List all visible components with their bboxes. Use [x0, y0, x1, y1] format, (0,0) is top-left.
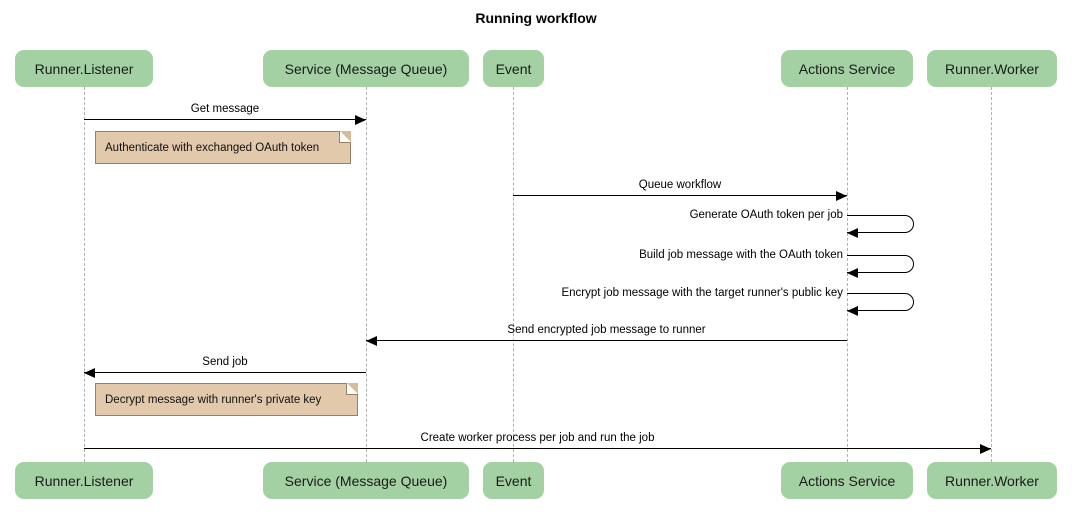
- lifeline-service-message-queue: [366, 87, 367, 462]
- message-label-get-message: Get message: [190, 103, 260, 115]
- note-fold-triangle-icon: [347, 383, 358, 394]
- note-fold-triangle-icon: [340, 131, 351, 142]
- participant-label: Runner.Worker: [945, 60, 1039, 77]
- page-title: Running workflow: [475, 10, 597, 26]
- note-authenticate-note: Authenticate with exchanged OAuth token: [95, 131, 351, 164]
- lifeline-runner-listener: [84, 87, 85, 462]
- arrowhead-generate-oauth-token: [847, 228, 858, 238]
- lifeline-runner-worker: [991, 87, 992, 462]
- participant-label: Service (Message Queue): [284, 60, 448, 77]
- participant-footer-event[interactable]: Event: [483, 462, 544, 499]
- participant-header-event[interactable]: Event: [483, 50, 544, 87]
- participant-footer-actions-service[interactable]: Actions Service: [781, 462, 913, 499]
- message-label-queue-workflow: Queue workflow: [638, 179, 722, 191]
- participant-label: Runner.Listener: [34, 60, 134, 77]
- self-message-loop-encrypt-job-message: [847, 293, 914, 311]
- participant-footer-runner-worker[interactable]: Runner.Worker: [927, 462, 1057, 499]
- self-message-loop-generate-oauth-token: [847, 215, 914, 233]
- message-line-send-job: [84, 372, 366, 373]
- participant-footer-runner-listener[interactable]: Runner.Listener: [15, 462, 153, 499]
- self-message-loop-build-job-message: [847, 255, 914, 273]
- message-label-send-job: Send job: [202, 356, 248, 368]
- participant-header-runner-listener[interactable]: Runner.Listener: [15, 50, 153, 87]
- participant-label: Actions Service: [798, 60, 896, 77]
- participant-label: Runner.Worker: [945, 472, 1039, 489]
- participant-footer-service-message-queue[interactable]: Service (Message Queue): [263, 462, 469, 499]
- message-label-send-encrypted-job-message: Send encrypted job message to runner: [507, 324, 706, 336]
- message-line-create-worker-process: [84, 448, 991, 449]
- message-line-send-encrypted-job-message: [366, 340, 847, 341]
- participant-label: Runner.Listener: [34, 472, 134, 489]
- arrowhead-build-job-message: [847, 268, 858, 278]
- participant-label: Event: [495, 60, 532, 77]
- message-label-create-worker-process: Create worker process per job and run th…: [420, 432, 655, 444]
- participant-label: Event: [495, 472, 532, 489]
- self-message-label-encrypt-job-message: Encrypt job message with the target runn…: [561, 287, 843, 299]
- participant-label: Actions Service: [798, 472, 896, 489]
- message-line-queue-workflow: [513, 195, 847, 196]
- note-label: Decrypt message with runner's private ke…: [105, 393, 322, 406]
- arrowhead-send-encrypted-job-message: [366, 336, 377, 346]
- self-message-label-generate-oauth-token: Generate OAuth token per job: [689, 209, 843, 221]
- arrowhead-encrypt-job-message: [847, 306, 858, 316]
- arrowhead-queue-workflow: [836, 191, 847, 201]
- lifeline-event: [513, 87, 514, 462]
- note-decrypt-note: Decrypt message with runner's private ke…: [95, 383, 358, 416]
- self-message-label-build-job-message: Build job message with the OAuth token: [639, 249, 843, 261]
- participant-header-runner-worker[interactable]: Runner.Worker: [927, 50, 1057, 87]
- message-line-get-message: [84, 119, 366, 120]
- arrowhead-get-message: [355, 115, 366, 125]
- arrowhead-send-job: [84, 368, 95, 378]
- participant-header-service-message-queue[interactable]: Service (Message Queue): [263, 50, 469, 87]
- participant-header-actions-service[interactable]: Actions Service: [781, 50, 913, 87]
- arrowhead-create-worker-process: [980, 444, 991, 454]
- participant-label: Service (Message Queue): [284, 472, 448, 489]
- note-label: Authenticate with exchanged OAuth token: [105, 141, 320, 154]
